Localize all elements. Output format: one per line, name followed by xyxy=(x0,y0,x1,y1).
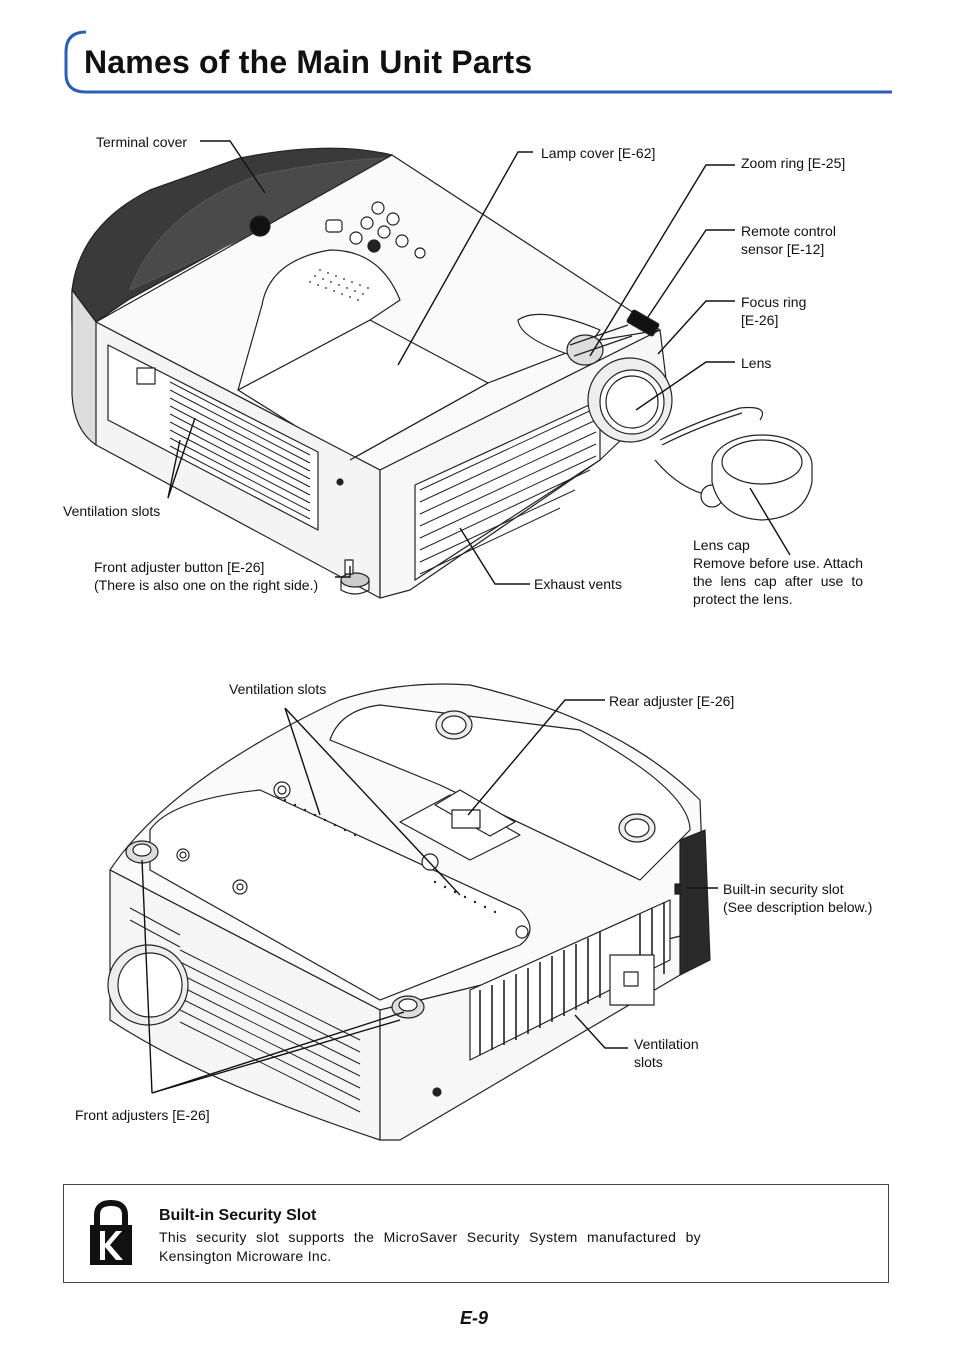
label-front-adjuster-button-line2: (There is also one on the right side.) xyxy=(94,577,319,593)
label-ventilation-slots: Ventilation slots xyxy=(63,503,161,519)
label-rear-adjuster: Rear adjuster [E-26] xyxy=(609,693,735,709)
label-lens-cap-title: Lens cap xyxy=(693,537,750,553)
label-lens-cap-text: Remove before use. Attach the lens cap a… xyxy=(693,555,863,607)
label-front-adjuster-button-line1: Front adjuster button [E-26] xyxy=(94,559,265,575)
page-number: E-9 xyxy=(460,1308,489,1328)
label-focus-ring-line1: Focus ring xyxy=(741,294,807,310)
label-ventilation-slots-side-line2: slots xyxy=(634,1054,663,1070)
label-remote-sensor-line2: sensor [E-12] xyxy=(741,241,825,257)
note-title: Built-in Security Slot xyxy=(159,1207,317,1224)
label-exhaust-vents: Exhaust vents xyxy=(534,576,622,592)
note-body: This security slot supports the MicroSav… xyxy=(159,1229,701,1264)
label-lamp-cover: Lamp cover [E-62] xyxy=(541,145,656,161)
label-front-adjusters: Front adjusters [E-26] xyxy=(75,1107,210,1123)
projector-front-illustration xyxy=(71,140,813,599)
label-terminal-cover: Terminal cover xyxy=(96,134,188,150)
projector-bottom-illustration xyxy=(107,683,718,1141)
label-zoom-ring: Zoom ring [E-25] xyxy=(741,155,846,171)
page-title: Names of the Main Unit Parts xyxy=(84,44,533,80)
label-remote-sensor-line1: Remote control xyxy=(741,223,836,239)
label-focus-ring-line2: [E-26] xyxy=(741,312,779,328)
title-frame xyxy=(64,30,892,94)
label-security-slot-line2: (See description below.) xyxy=(723,899,873,915)
label-security-slot-line1: Built-in security slot xyxy=(723,881,844,897)
label-ventilation-slots-side-line1: Ventilation xyxy=(634,1036,699,1052)
title-bar: Names of the Main Unit Parts xyxy=(64,30,894,94)
security-slot-note: Built-in Security Slot This security slo… xyxy=(63,1184,889,1283)
kensington-lock-icon xyxy=(90,1199,132,1265)
label-ventilation-slots-top: Ventilation slots xyxy=(229,681,327,697)
label-lens: Lens xyxy=(741,355,772,371)
